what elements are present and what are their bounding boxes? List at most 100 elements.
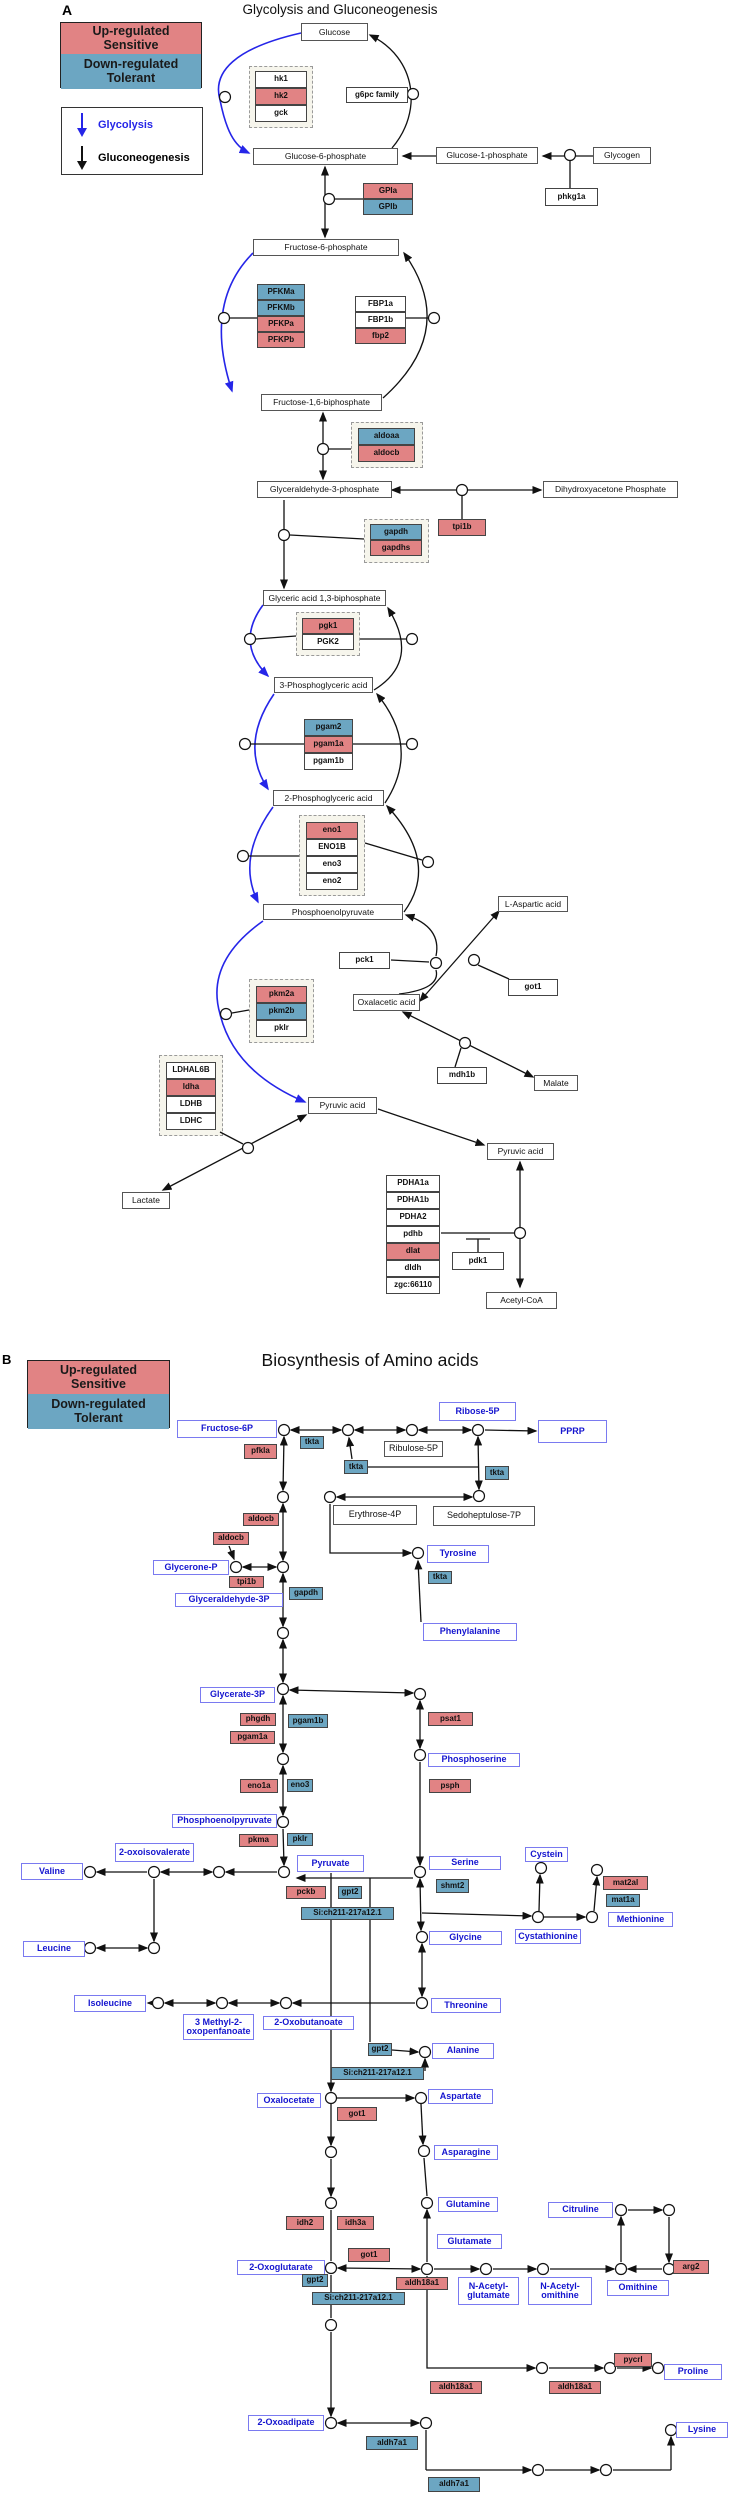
gpt2-3: gpt2 bbox=[302, 2274, 328, 2287]
ribose-5p: Ribose-5P bbox=[439, 1402, 516, 1421]
eno1a: eno1a bbox=[240, 1779, 278, 1793]
gapdh-b: gapdh bbox=[289, 1587, 323, 1600]
hk1: hk1 bbox=[255, 71, 307, 88]
glyceraldehyde-3p: Glyceraldehyde-3P bbox=[175, 1593, 283, 1607]
reaction-node-circle bbox=[276, 1752, 290, 1766]
tpi1b-a: tpi1b bbox=[438, 519, 486, 536]
reaction-node-circle bbox=[238, 737, 252, 751]
dihydroxyacetone-phosphate: Dihydroxyacetone Phosphate bbox=[543, 481, 678, 498]
pgam2: pgam2 bbox=[304, 719, 353, 736]
gck: gck bbox=[255, 105, 307, 122]
pyruvate: Pyruvate bbox=[297, 1855, 364, 1872]
reaction-node-circle bbox=[467, 953, 481, 967]
pck1: pck1 bbox=[339, 952, 390, 969]
aldh18a1-3: aldh18a1 bbox=[549, 2381, 601, 2394]
tpi1b-b: tpi1b bbox=[229, 1576, 264, 1588]
reaction-node-circle bbox=[427, 311, 441, 325]
ribulose-5p: Ribulose-5P bbox=[384, 1441, 443, 1457]
reaction-node-circle bbox=[147, 1865, 161, 1879]
FBP1b: FBP1b bbox=[355, 312, 406, 328]
reaction-node-circle bbox=[217, 311, 231, 325]
reaction-edge bbox=[329, 1504, 413, 1557]
reaction-edge bbox=[336, 2264, 422, 2273]
legend-down-regulated: Down-regulated Tolerant bbox=[28, 1394, 169, 1429]
gpt2-1: gpt2 bbox=[338, 1886, 362, 1899]
reaction-node-circle bbox=[472, 1489, 486, 1503]
reaction-edge bbox=[484, 1426, 538, 1435]
reaction-node-circle bbox=[324, 2318, 338, 2332]
glycolysis-arrow-icon bbox=[77, 112, 87, 137]
tyrosine: Tyrosine bbox=[427, 1545, 489, 1563]
got1-b2: got1 bbox=[348, 2248, 390, 2262]
dlat: dlat bbox=[386, 1243, 440, 1260]
2-oxoglutarate: 2-Oxoglutarate bbox=[237, 2260, 325, 2275]
reaction-edge bbox=[279, 1828, 288, 1867]
reaction-node-circle bbox=[513, 1226, 527, 1240]
gapdhs: gapdhs bbox=[370, 540, 422, 556]
reaction-node-circle bbox=[405, 737, 419, 751]
legend-up-line1: Up-regulated bbox=[92, 24, 170, 39]
psph: psph bbox=[429, 1779, 471, 1793]
n-acetyl-glutamate: N-Acetyl- glutamate bbox=[458, 2277, 519, 2305]
2-oxoadipate: 2-Oxoadipate bbox=[248, 2415, 324, 2431]
reaction-node-circle bbox=[479, 2262, 493, 2276]
fructose-6-phosphate: Fructose-6-phosphate bbox=[253, 239, 399, 256]
aldocb-a: aldocb bbox=[358, 445, 415, 462]
pckb: pckb bbox=[286, 1886, 326, 1899]
reaction-edge bbox=[592, 1875, 601, 1912]
legend-up-regulated: Up-regulated Sensitive bbox=[28, 1361, 169, 1394]
aldh18a1-2: aldh18a1 bbox=[430, 2381, 482, 2394]
reaction-node-circle bbox=[458, 1036, 472, 1050]
reaction-node-circle bbox=[599, 2463, 613, 2477]
reaction-node-circle bbox=[420, 2262, 434, 2276]
si-ch211-3: Si:ch211-217a12.1 bbox=[312, 2292, 405, 2305]
PFKMa: PFKMa bbox=[257, 284, 305, 300]
reaction-edge bbox=[255, 635, 297, 640]
gluconeogenesis-arrow-icon bbox=[77, 145, 87, 170]
reaction-node-circle bbox=[324, 2091, 338, 2105]
legend-down-regulated: Down-regulated Tolerant bbox=[61, 54, 201, 89]
PDHA1b: PDHA1b bbox=[386, 1192, 440, 1209]
reaction-node-circle bbox=[662, 2203, 676, 2217]
PFKPa: PFKPa bbox=[257, 316, 305, 332]
reaction-node-circle bbox=[585, 1910, 599, 1924]
eno2: eno2 bbox=[306, 873, 358, 890]
glucose: Glucose bbox=[301, 23, 368, 41]
tkta-2: tkta bbox=[344, 1460, 368, 1474]
LDHC: LDHC bbox=[166, 1113, 216, 1130]
legend-down-line1: Down-regulated bbox=[51, 1397, 146, 1412]
mat1a: mat1a bbox=[606, 1894, 640, 1907]
reaction-node-circle bbox=[229, 1560, 243, 1574]
erythrose-4p: Erythrose-4P bbox=[333, 1505, 417, 1525]
pdhb: pdhb bbox=[386, 1226, 440, 1243]
aspartate: Aspartate bbox=[428, 2089, 493, 2104]
aldh7a1-1: aldh7a1 bbox=[366, 2436, 418, 2450]
legend-up-line1: Up-regulated bbox=[59, 1363, 138, 1378]
reaction-edge bbox=[373, 606, 403, 691]
gluconeogenesis-legend-label: Gluconeogenesis bbox=[98, 151, 190, 164]
reaction-edge bbox=[423, 2157, 428, 2197]
lactate: Lactate bbox=[122, 1192, 170, 1209]
reaction-node-circle bbox=[413, 1687, 427, 1701]
reaction-edge bbox=[382, 251, 428, 399]
reaction-node-circle bbox=[406, 87, 420, 101]
reaction-node-circle bbox=[535, 2361, 549, 2375]
pgam1b-b: pgam1b bbox=[288, 1714, 328, 1728]
tkta-3: tkta bbox=[485, 1466, 509, 1480]
pkm2a: pkm2a bbox=[256, 986, 307, 1003]
methionine: Methionine bbox=[608, 1912, 673, 1927]
idh3a: idh3a bbox=[337, 2216, 374, 2230]
reaction-edge bbox=[416, 1877, 425, 1932]
aldh18a1-1: aldh18a1 bbox=[396, 2277, 448, 2290]
pgam1a-b: pgam1a bbox=[230, 1731, 275, 1744]
reaction-edge bbox=[364, 842, 423, 861]
reaction-node-circle bbox=[83, 1865, 97, 1879]
reaction-node-circle bbox=[664, 2423, 678, 2437]
reaction-node-circle bbox=[324, 2261, 338, 2275]
glutamate: Glutamate bbox=[437, 2234, 502, 2249]
pyruvic-acid-right: Pyruvic acid bbox=[487, 1143, 554, 1160]
aldoaa: aldoaa bbox=[358, 428, 415, 445]
citruline: Citruline bbox=[548, 2202, 613, 2218]
phosphoenolpyruvate-b: Phosphoenolpyruvate bbox=[172, 1814, 277, 1828]
glucose-1-phosphate: Glucose-1-phosphate bbox=[436, 147, 538, 164]
